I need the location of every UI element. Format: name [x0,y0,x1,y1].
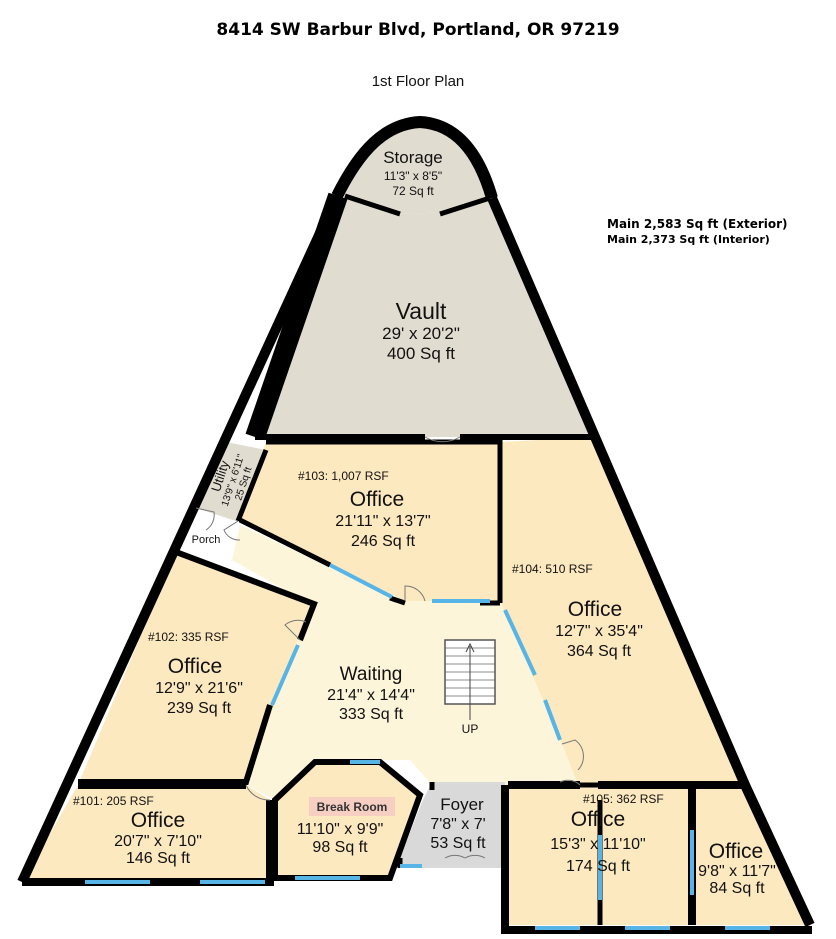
foyer-area: 53 Sq ft [430,835,486,852]
office105b-dims: 9'8" x 11'7" [698,863,776,880]
waiting-name: Waiting [340,664,403,685]
foyer-fill [400,782,505,868]
office105-dims: 15'3" x 11'10" [550,836,645,853]
door-swing [245,784,271,801]
door-swing [559,779,581,786]
door-swing [223,520,241,541]
foyer-dims: 7'8" x 7' [430,816,485,833]
breakroom-wall [272,759,424,881]
storage-dims: 11'3" x 8'5" [384,169,442,183]
office104-dims: 12'7" x 35'4" [555,623,643,640]
doors [195,436,584,859]
door-swing [561,739,584,771]
waiting-area: 333 Sq ft [339,706,404,723]
door-swing [195,507,215,531]
office105-area: 174 Sq ft [566,858,631,875]
office101-area: 146 Sq ft [126,850,191,867]
waiting-dims: 21'4" x 14'4" [327,687,415,704]
storage-dome [331,115,498,200]
utility-fill [196,442,266,521]
exterior-area: Main 2,583 Sq ft (Exterior) [607,217,788,231]
door-swing [404,585,426,602]
storage-name: Storage [383,148,443,167]
vault-dims: 29' x 20'2" [382,324,460,343]
storage-wall [344,193,491,217]
office105-name: Office [571,808,625,831]
breakroom-name: Break Room [317,800,388,814]
stairs-arrowhead [465,642,475,653]
office105b-name: Office [709,840,763,863]
outer-wall-left [17,193,342,885]
office103-fill [240,442,498,601]
office102-area: 239 Sq ft [167,700,232,717]
door-swing [284,619,307,641]
office104-rsf: #104: 510 RSF [512,562,593,576]
interior-area: Main 2,373 Sq ft (Interior) [607,233,770,246]
office105b-area: 84 Sq ft [709,880,765,897]
office103-name: Office [350,488,404,511]
window [543,699,562,741]
foyer-name: Foyer [440,795,484,814]
area-summary: Main 2,583 Sq ft (Exterior) Main 2,373 S… [607,216,788,248]
window [503,609,537,676]
office103-rsf: #103: 1,007 RSF [298,469,389,483]
vault-area: 400 Sq ft [387,344,455,363]
storage-area: 72 Sq ft [392,184,434,198]
breakroom-dims: 11'10" x 9'9" [297,821,384,838]
outer-wall-left-thick [245,192,348,441]
waiting-fill [232,525,578,800]
door-swing [444,854,486,859]
office103-area: 246 Sq ft [351,533,416,550]
vault-fill [255,196,595,437]
utility-wall [193,440,269,522]
breakroom-fill [275,762,420,878]
office102-fill [78,552,310,785]
labels: Storage 11'3" x 8'5" 72 Sq ft Vault 29' … [73,148,776,897]
stairs-label: UP [462,722,479,736]
porch-fill [178,509,240,560]
office103-wall [238,439,503,603]
breakroom-label-bg [309,797,395,816]
office101-dims: 20'7" x 7'10" [114,833,202,850]
office104-area: 364 Sq ft [567,643,632,660]
office102-dims: 12'9" x 21'6" [155,680,243,697]
windows [85,563,770,930]
address-title: 8414 SW Barbur Blvd, Portland, OR 97219 [216,20,620,40]
room-fills [22,122,810,925]
office102-rsf: #102: 335 RSF [148,630,229,644]
stairs: UP [444,639,496,736]
office101-rsf: #101: 205 RSF [73,794,154,808]
office105-wall [501,781,812,934]
office104-fill [500,437,745,785]
window [329,563,393,599]
office105-rsf: #105: 362 RSF [583,792,664,806]
office101-name: Office [131,809,185,832]
office105b-fill [692,785,810,925]
office104-name: Office [568,598,622,621]
walls [17,115,815,934]
office102-name: Office [168,655,222,678]
window [270,644,300,706]
door-swing [424,436,461,443]
porch-name: Porch [192,534,221,546]
office103-dims: 21'11" x 13'7" [335,513,430,530]
vault-name: Vault [396,298,447,324]
floor-label: 1st Floor Plan [371,73,465,90]
breakroom-area: 98 Sq ft [312,839,368,856]
porch-wall [176,508,196,549]
office101-fill [22,785,270,882]
